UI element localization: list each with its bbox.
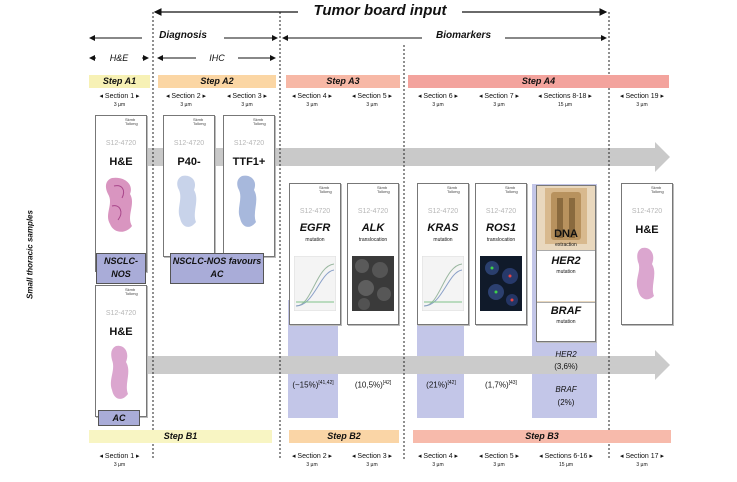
step-a1: Step A1 [89, 75, 150, 88]
section-top-7: ◂ Section 7 ▸3 µm [478, 93, 520, 108]
section-bottom-1: ◂ Section 1 ▸3 µm [99, 453, 140, 468]
section-top-19: ◂ Section 19 ▸3 µm [619, 93, 665, 108]
slide-label: P40- [177, 156, 201, 168]
slide-label: H&E [635, 224, 659, 236]
step-b2: Step B2 [289, 430, 399, 443]
slide-sublabel: translocation [358, 237, 388, 243]
section-top-2: ◂ Section 2 ▸3 µm [165, 93, 207, 108]
step-a4: Step A4 [408, 75, 669, 88]
freq-ros1: (1,7%)[43] [485, 380, 517, 390]
freq-alk: (10,5%)[42] [354, 380, 392, 390]
pcr-curve-icon [294, 256, 336, 311]
section-bottom-6: ◂ Sections 6-16 ▸15 µm [539, 453, 593, 468]
group-he: H&E [109, 53, 129, 63]
group-ihc: IHC [209, 53, 225, 63]
section-bottom-4: ◂ Section 4 ▸3 µm [417, 453, 459, 468]
tissue-he-icon [636, 247, 655, 300]
slide-label: EGFR [299, 222, 331, 234]
tissue-ihc-icon [177, 175, 197, 227]
step-a2: Step A2 [158, 75, 276, 88]
slide-sublabel: translocation [486, 237, 516, 243]
slide-label: ALK [361, 222, 385, 234]
group-biomarkers: Biomarkers [435, 30, 492, 41]
freq-braf-pct: (2%) [557, 398, 575, 407]
section-top-1: ◂ Section 1 ▸3 µm [99, 93, 140, 108]
slide-label: H&E [109, 326, 133, 338]
slide-sublabel: mutation [305, 237, 325, 243]
section-top-4: ◂ Section 4 ▸3 µm [291, 93, 333, 108]
braf-label: BRAF [550, 305, 582, 317]
freq-egfr: (~15%)[41,42] [292, 380, 334, 390]
freq-her2-pct: (3,6%) [554, 362, 578, 371]
slide-sublabel: extraction [555, 242, 577, 248]
diagnosis-box-a1: NSCLC-NOS [96, 253, 146, 284]
freq-braf: BRAF [555, 385, 577, 394]
pcr-curve-icon [422, 256, 464, 311]
section-top-3: ◂ Section 3 ▸3 µm [226, 93, 268, 108]
slide-dna: DNA extraction HER2 mutation BRAF mutati… [536, 185, 596, 342]
freq-her2: HER2 [555, 350, 577, 359]
diagram-title: Tumor board input [313, 2, 447, 19]
slide-label: H&E [109, 156, 133, 168]
step-a3: Step A3 [286, 75, 400, 88]
fish-image-icon [352, 256, 394, 311]
slide-sublabel: mutation [433, 237, 453, 243]
section-bottom-17: ◂ Section 17 ▸3 µm [619, 453, 665, 468]
tube-icon [545, 188, 587, 244]
slide-label: TTF1+ [232, 156, 266, 168]
braf-sublabel: mutation [556, 319, 576, 325]
section-bottom-3: ◂ Section 3 ▸3 µm [351, 453, 393, 468]
freq-kras: (21%)[42] [426, 380, 456, 390]
slide-label: KRAS [427, 222, 459, 234]
her2-label: HER2 [551, 255, 581, 267]
lower-gray-arrow [143, 350, 670, 380]
tissue-he-icon [110, 345, 129, 399]
slide-label: DNA [554, 228, 578, 240]
fish-image-icon [480, 256, 522, 311]
tissue-ihc-icon [237, 175, 257, 227]
section-bottom-5: ◂ Section 5 ▸3 µm [478, 453, 520, 468]
group-diagnosis: Diagnosis [159, 30, 207, 41]
slide-label: ROS1 [486, 222, 516, 234]
step-b3: Step B3 [413, 430, 671, 443]
step-b1: Step B1 [89, 430, 272, 443]
section-top-6: ◂ Section 6 ▸3 µm [417, 93, 459, 108]
her2-panel: HER2 mutation [537, 250, 595, 301]
her2-sublabel: mutation [556, 269, 576, 275]
y-label: Small thoracic samples [25, 210, 35, 299]
section-top-5: ◂ Section 5 ▸3 µm [351, 93, 393, 108]
tissue-he-icon [105, 177, 132, 232]
braf-panel: BRAF mutation [537, 302, 595, 341]
diagnosis-box-a2: NSCLC-NOS favours AC [170, 253, 264, 284]
section-top-8: ◂ Sections 8-18 ▸15 µm [538, 93, 592, 108]
diagnosis-box-b1: AC [98, 410, 140, 426]
section-bottom-2: ◂ Section 2 ▸3 µm [291, 453, 333, 468]
